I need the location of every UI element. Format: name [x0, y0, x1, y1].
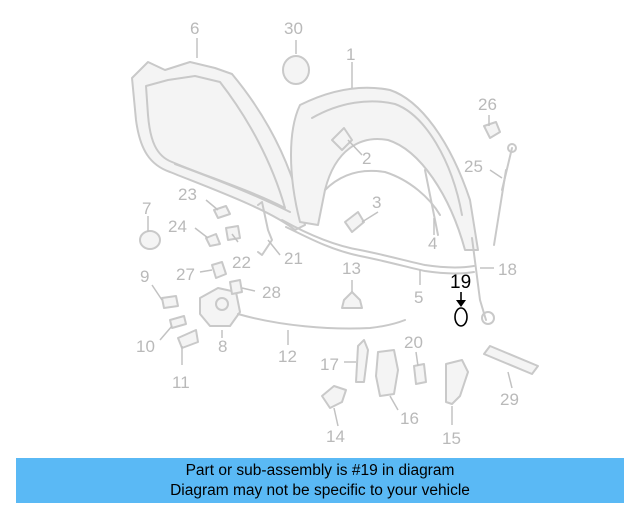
callout-8: 8	[218, 337, 227, 356]
callout-4: 4	[428, 234, 437, 253]
part-17-bracket	[355, 339, 369, 383]
callout-22: 22	[232, 253, 251, 272]
callout-12: 12	[278, 347, 297, 366]
part-14-bracket	[321, 385, 347, 409]
callout-20: 20	[404, 333, 423, 352]
callout-14: 14	[326, 427, 345, 446]
part-9-bolt	[161, 295, 179, 309]
banner-line-part-info: Part or sub-assembly is #19 in diagram	[185, 462, 455, 479]
info-banner: Part or sub-assembly is #19 in diagram D…	[16, 458, 624, 503]
part-21-rod	[257, 201, 273, 256]
callout-9: 9	[140, 267, 149, 286]
callout-17: 17	[320, 355, 339, 374]
callout-13: 13	[342, 259, 361, 278]
part-23-bolt	[213, 205, 231, 219]
part-13-bumper	[341, 291, 363, 309]
part-29-strip	[483, 345, 539, 375]
part-18-prop-rod	[471, 237, 495, 325]
part-1-hood	[290, 86, 479, 251]
callout-30: 30	[284, 19, 303, 38]
part-26-ballstud	[483, 121, 501, 139]
callout-29: 29	[500, 390, 519, 409]
part-6-hood-inner-panel	[131, 61, 306, 231]
callout-labels: 6 30 1 26 2 25 23 3 7 24 4 22 21 13 18 2…	[136, 19, 519, 448]
part-30-plug	[282, 55, 310, 85]
part-19-grommet	[454, 307, 468, 327]
part-22-clip	[225, 225, 241, 241]
part-3-bumper	[344, 211, 365, 233]
part-20-clip	[413, 363, 427, 385]
callout-2: 2	[362, 149, 371, 168]
callout-21: 21	[284, 249, 303, 268]
callout-11: 11	[172, 373, 190, 392]
callout-7: 7	[142, 199, 151, 218]
banner-line-disclaimer: Diagram may not be specific to your vehi…	[170, 482, 470, 499]
part-24-clip	[205, 233, 221, 247]
part-15-hinge	[445, 359, 469, 405]
part-11-clip	[177, 329, 199, 349]
callout-23: 23	[178, 185, 197, 204]
part-5-seal	[281, 219, 475, 275]
parts-diagram: 6 30 1 26 2 25 23 3 7 24 4 22 21 13 18 2…	[131, 19, 539, 448]
part-8-latch	[199, 287, 241, 327]
callout-3: 3	[372, 193, 381, 212]
callout-16: 16	[400, 409, 419, 428]
callout-18: 18	[498, 260, 517, 279]
part-7-bumper	[139, 230, 161, 250]
callout-10: 10	[136, 337, 155, 356]
callout-25: 25	[464, 157, 483, 176]
callout-27: 27	[176, 265, 195, 284]
callout-19-highlighted: 19	[450, 272, 471, 293]
part-12-cable	[237, 313, 406, 330]
leader-lines	[147, 38, 513, 427]
callout-28: 28	[262, 283, 281, 302]
callout-6: 6	[190, 19, 199, 38]
part-16-hinge	[375, 349, 399, 397]
part-25-strut	[493, 143, 517, 246]
callout-24: 24	[168, 217, 187, 236]
part-28-clip	[229, 279, 243, 295]
callout-15: 15	[442, 429, 461, 448]
callout-5: 5	[414, 288, 423, 307]
part-10-bolt	[169, 315, 187, 329]
part-2-bumper	[331, 127, 353, 151]
part-27-clip	[211, 261, 227, 279]
callout-1: 1	[346, 45, 355, 64]
callout-26: 26	[478, 95, 497, 114]
